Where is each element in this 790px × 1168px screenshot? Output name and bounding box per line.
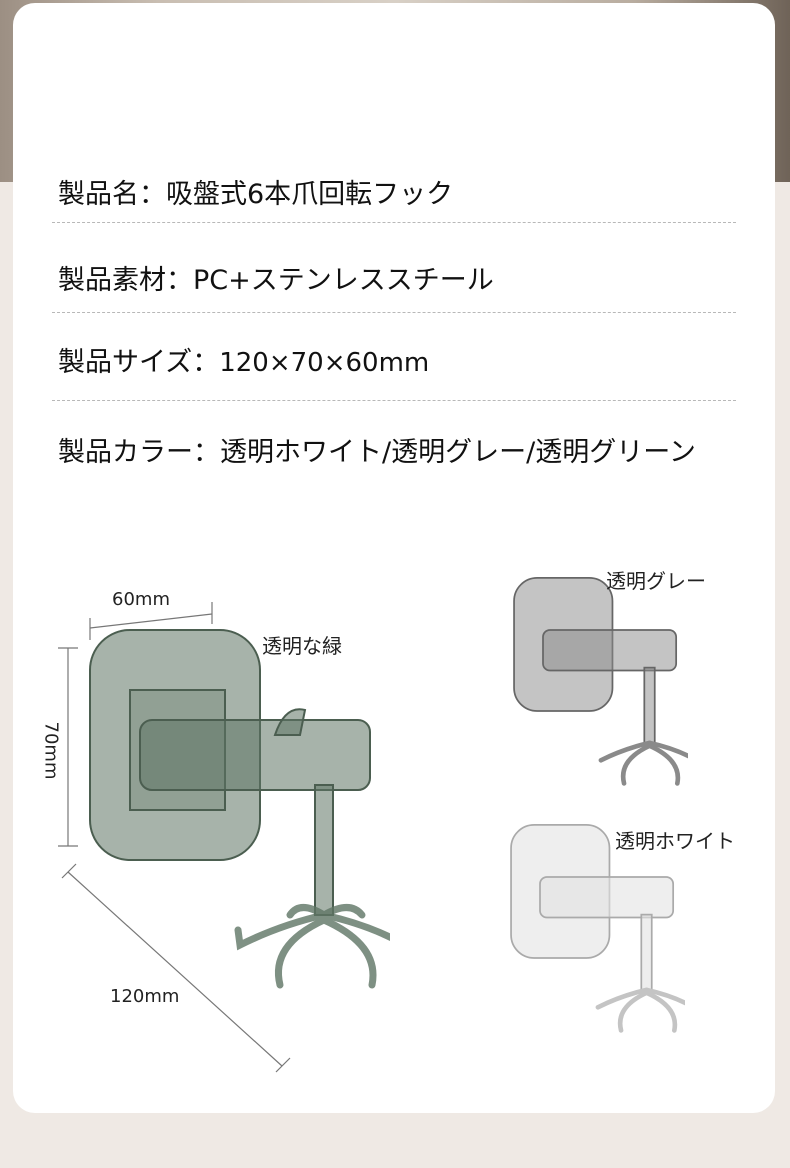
spec-row-color: 製品カラー：透明ホワイト/透明グレー/透明グリーン — [58, 430, 696, 469]
spec-value: 120×70×60mm — [219, 348, 430, 378]
spec-row-material: 製品素材：PC+ステンレススチール — [58, 258, 494, 297]
spec-value: 透明ホワイト/透明グレー/透明グリーン — [220, 437, 696, 468]
divider — [52, 312, 736, 313]
width-label: 60mm — [112, 589, 170, 610]
variant-label-gray: 透明グレー — [606, 569, 706, 593]
divider — [52, 222, 736, 223]
divider — [52, 400, 736, 401]
spec-row-name: 製品名：吸盤式6本爪回転フック — [58, 172, 453, 211]
hook-image-gray — [513, 577, 688, 786]
spec-label: 製品素材： — [58, 265, 193, 296]
length-label: 120mm — [110, 986, 180, 1007]
variant-label-white: 透明ホワイト — [615, 829, 735, 853]
variant-label-green: 透明な緑 — [262, 634, 342, 658]
spec-label: 製品サイズ： — [58, 347, 220, 378]
spec-value: 吸盤式6本爪回転フック — [166, 179, 454, 210]
spec-label: 製品名： — [58, 179, 166, 210]
hook-image-green — [89, 629, 390, 989]
spec-row-size: 製品サイズ：120×70×60mm — [58, 340, 429, 379]
spec-value: PC+ステンレススチール — [193, 265, 494, 296]
spec-label: 製品カラー： — [58, 437, 220, 468]
hook-image-white — [510, 824, 685, 1033]
height-label: 70mm — [40, 721, 62, 780]
